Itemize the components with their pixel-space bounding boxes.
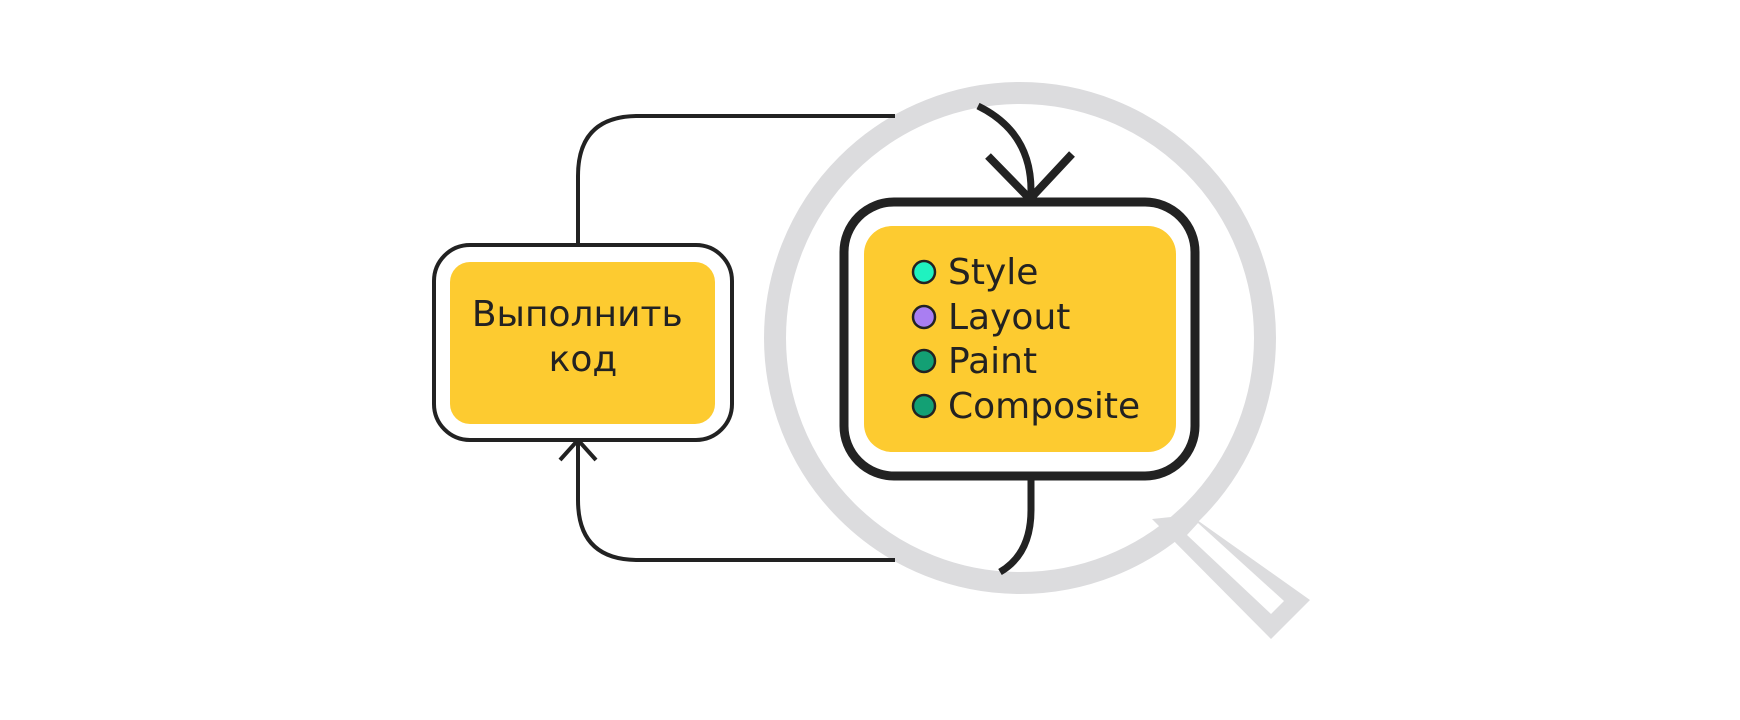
run-code-line-2: код	[549, 339, 618, 380]
style-label: Style	[948, 252, 1038, 293]
paint-label: Paint	[948, 341, 1037, 382]
flow-arrow-top-curve	[976, 102, 1035, 199]
render-pipeline-box: Style Layout Paint Composite	[839, 197, 1200, 481]
run-code-box: Выполнить код	[432, 243, 734, 442]
flow-arrow-top	[576, 114, 895, 244]
flow-arrow-bottom	[576, 438, 895, 562]
run-code-box-fill	[450, 262, 715, 424]
magnifier-lens	[764, 82, 1276, 594]
run-code-line-1: Выполнить	[472, 294, 683, 335]
layout-label: Layout	[948, 297, 1070, 338]
layout-dot	[911, 304, 937, 330]
run-code-label: Выполнить код	[472, 294, 694, 380]
pipeline-step-style: Style	[911, 252, 1038, 293]
magnifier-handle	[1152, 515, 1310, 639]
magnifier-icon	[764, 82, 1310, 639]
pipeline-step-paint: Paint	[911, 341, 1037, 382]
magnifier-handle-slot	[1187, 523, 1284, 614]
pipeline-step-composite: Composite	[911, 386, 1140, 427]
composite-dot	[911, 393, 937, 419]
paint-dot	[911, 348, 937, 374]
style-dot	[911, 259, 937, 285]
composite-label: Composite	[948, 386, 1140, 427]
flow-arrow-bottom-curve	[998, 477, 1035, 576]
pipeline-step-layout: Layout	[911, 297, 1070, 338]
render-box-fill	[864, 226, 1176, 452]
